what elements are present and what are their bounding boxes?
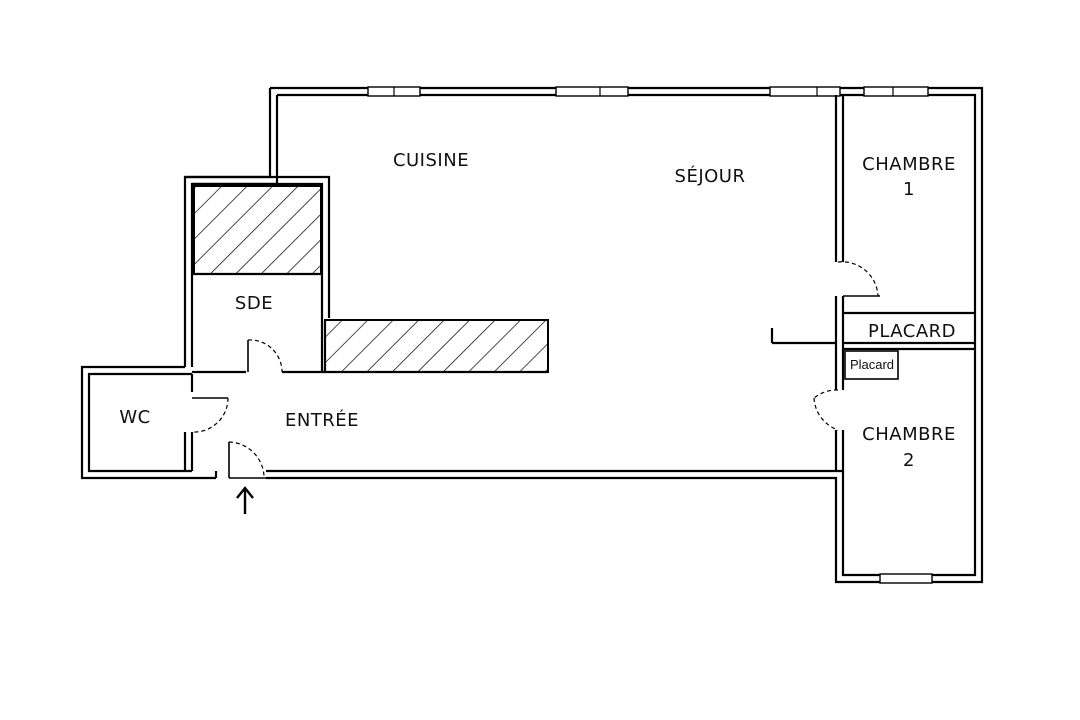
hatched-areas	[193, 185, 549, 373]
label-sde: SDE	[235, 293, 273, 314]
label-chambre-1-number: 1	[903, 179, 915, 200]
label-wc: WC	[119, 407, 150, 428]
label-cuisine: CUISINE	[393, 150, 469, 171]
arrow-up-icon	[236, 486, 254, 514]
label-chambre-2: CHAMBRE	[862, 424, 956, 445]
label-entree: ENTRÉE	[285, 409, 359, 431]
windows-top	[367, 86, 933, 584]
label-placard-small: Placard	[850, 357, 894, 372]
bedroom-walls	[770, 95, 975, 471]
label-sejour: SÉJOUR	[675, 165, 746, 187]
entrance-door	[214, 441, 266, 479]
sde-walls	[192, 272, 548, 374]
hatched-counter	[324, 319, 549, 373]
label-chambre-2-number: 2	[903, 450, 915, 471]
label-chambre-1: CHAMBRE	[862, 154, 956, 175]
hatched-shaft	[193, 185, 322, 275]
wc-walls	[80, 365, 229, 480]
label-placard: PLACARD	[868, 321, 956, 342]
